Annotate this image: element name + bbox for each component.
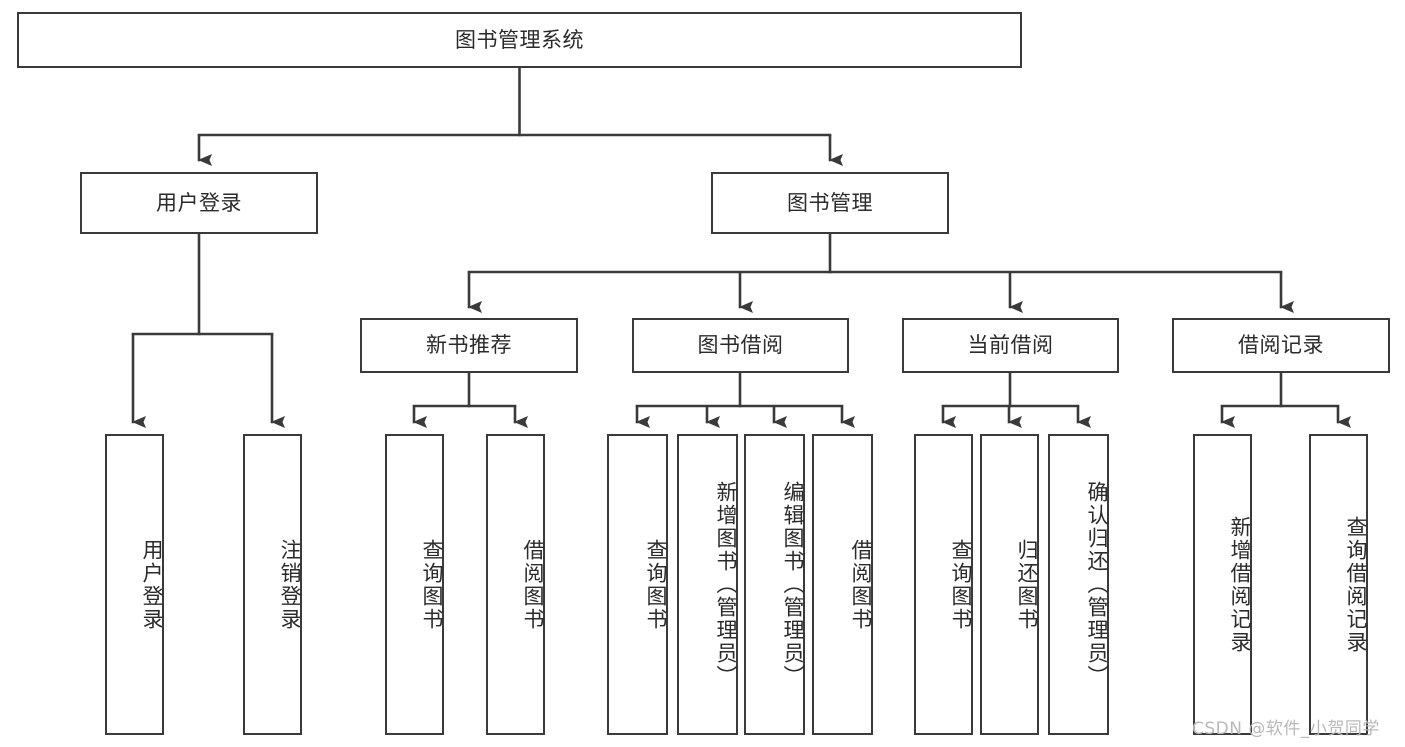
leaf-add-borrow-record[interactable]: 新增借阅记录 [1193,434,1252,735]
node-user-login[interactable]: 用户登录 [80,172,318,234]
leaf-query-book-current[interactable]: 查询图书 [914,434,973,735]
leaf-user-login[interactable]: 用户登录 [105,434,164,735]
leaf-query-book-recommend[interactable]: 查询图书 [385,434,444,735]
node-book-borrow[interactable]: 图书借阅 [632,318,849,373]
leaf-logout[interactable]: 注销登录 [243,434,302,735]
leaf-confirm-return-admin[interactable]: 确认归还（管理员） [1048,434,1109,735]
leaf-borrow-book[interactable]: 借阅图书 [812,434,873,735]
node-borrow-record[interactable]: 借阅记录 [1172,318,1390,373]
leaf-return-book[interactable]: 归还图书 [980,434,1039,735]
node-book-management[interactable]: 图书管理 [711,172,949,234]
leaf-add-book-admin[interactable]: 新增图书（管理员） [677,434,738,735]
node-root[interactable]: 图书管理系统 [17,12,1022,68]
leaf-borrow-book-recommend[interactable]: 借阅图书 [486,434,545,735]
leaf-edit-book-admin[interactable]: 编辑图书（管理员） [744,434,805,735]
node-new-book-recommend[interactable]: 新书推荐 [360,318,578,373]
watermark: CSDN @软件_小贺同学 [1192,719,1380,739]
leaf-query-borrow-record[interactable]: 查询借阅记录 [1309,434,1368,735]
node-current-borrow[interactable]: 当前借阅 [902,318,1119,373]
leaf-query-book-borrow[interactable]: 查询图书 [607,434,668,735]
